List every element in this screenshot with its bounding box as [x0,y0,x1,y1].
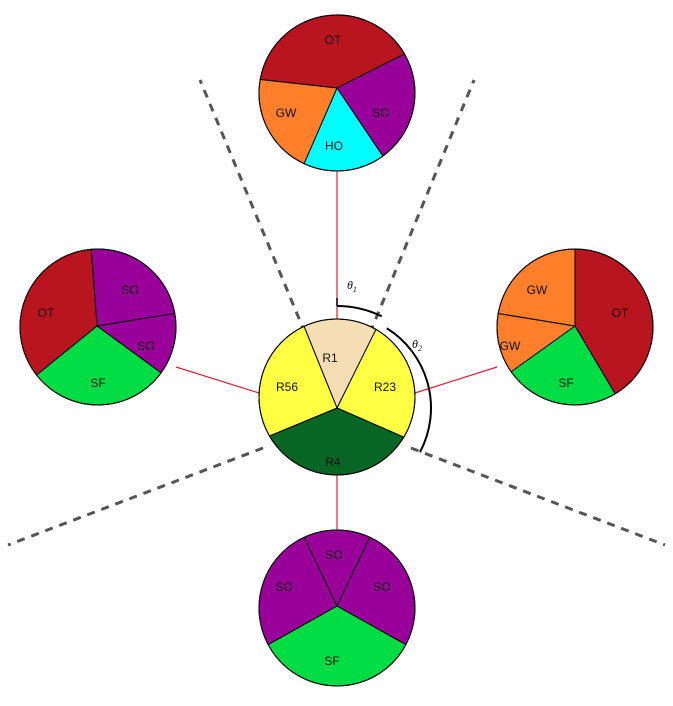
left-pie-label-so: SO [137,339,154,353]
theta2-angle-arc [386,327,432,453]
right-pie-label-gw: GW [500,339,521,353]
right-pie-label-gw: GW [527,283,548,297]
sector-boundary-dashed-line [198,79,307,334]
sector-boundary-dashed-line [410,446,666,547]
angle-arc-layer [336,298,432,453]
center-pie-label-r1: R1 [322,351,338,365]
sector-boundary-dashed-line [368,79,476,334]
theta1-symbol: θ [347,278,353,292]
left-pie-label-ot: OT [38,306,55,320]
connector-layer [7,79,666,547]
top-pie-label-ho: HO [325,139,343,153]
right-pie-label-ot: OT [612,306,629,320]
left-pie [19,248,177,406]
sector-boundary-dashed-line [7,446,264,547]
bottom-pie-label-so: SO [325,548,342,562]
center-pie-outline [258,318,416,476]
right-pie-label-sf: SF [558,376,573,390]
label-layer: θ1 θ2 R1R23R4R56OTSOHOGWOTSFGWGWSOSFSOSO… [38,33,629,668]
top-pie-label-ot: OT [325,33,342,47]
theta1-subscript: 1 [353,285,357,294]
right-pie [496,248,654,406]
pie-layer [19,14,654,687]
bottom-pie-label-so: SO [275,580,292,594]
bottom-pie-label-so: SO [373,580,390,594]
right-pie-outline [496,248,654,406]
left-pie-label-so: SO [121,283,138,297]
bottom-pie [258,529,416,687]
theta2-label: θ2 [412,337,422,353]
top-pie-outline [258,14,416,172]
bottom-pie-outline [258,529,416,687]
center-pie-label-r56: R56 [276,380,298,394]
theta1-label: θ1 [347,278,357,294]
theta1-angle-arc [336,305,383,318]
top-pie [258,14,416,172]
center-pie-label-r4: R4 [325,455,341,469]
theta2-symbol: θ [412,337,418,351]
bottom-pie-label-sf: SF [324,654,339,668]
top-pie-label-so: SO [372,106,389,120]
left-pie-outline [19,248,177,406]
center-pie [258,318,416,476]
top-pie-label-gw: GW [276,106,297,120]
left-pie-label-sf: SF [90,376,105,390]
connector-line [175,366,260,394]
theta2-subscript: 2 [418,344,422,353]
center-pie-label-r23: R23 [374,380,396,394]
